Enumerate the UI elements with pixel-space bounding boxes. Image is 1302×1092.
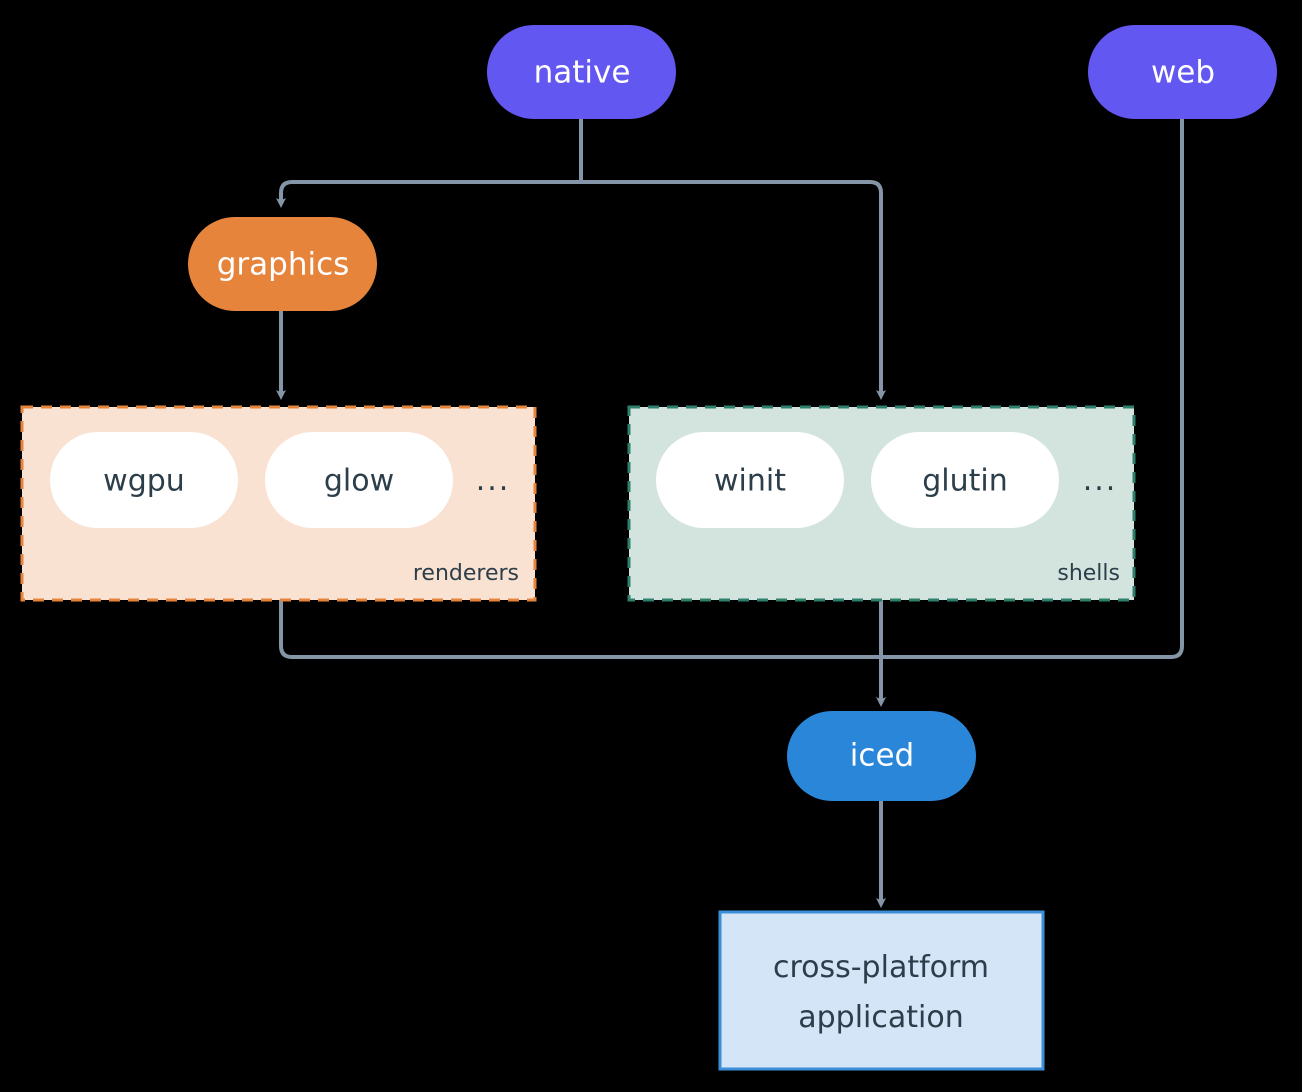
shells-item-winit[interactable]	[656, 432, 844, 528]
node-iced-label: iced	[850, 738, 914, 774]
edge-web-to-iced	[881, 118, 1184, 659]
node-application-label-line1: cross-platform	[773, 950, 989, 985]
shells-item-glutin-label: glutin	[922, 464, 1008, 499]
node-graphics-shape[interactable]	[188, 217, 377, 311]
node-application[interactable]: cross-platform application	[718, 910, 1045, 1071]
shells-item-winit-label: winit	[714, 464, 786, 499]
shells-ellipsis: ...	[1083, 463, 1118, 498]
node-graphics-label: graphics	[217, 247, 350, 283]
renderers-item-glow-label: glow	[324, 464, 394, 499]
renderers-caption: renderers	[413, 561, 519, 586]
node-native-shape[interactable]	[487, 25, 676, 119]
node-graphics[interactable]: graphics	[188, 217, 377, 311]
node-application-shape[interactable]	[718, 910, 1045, 1071]
node-native[interactable]: native	[487, 25, 676, 119]
group-shells: winit glutin ... shells	[627, 405, 1136, 602]
renderers-ellipsis: ...	[476, 463, 511, 498]
edge-layer	[276, 118, 1184, 908]
node-web-shape[interactable]	[1088, 25, 1277, 119]
renderers-item-glow[interactable]	[265, 432, 453, 528]
renderers-item-wgpu[interactable]	[50, 432, 238, 528]
edge-renderers-to-iced	[279, 600, 881, 659]
node-web-label: web	[1151, 55, 1215, 91]
node-iced[interactable]: iced	[787, 711, 976, 801]
node-application-label-line2: application	[798, 1000, 963, 1035]
shells-item-glutin[interactable]	[871, 432, 1059, 528]
node-native-label: native	[534, 55, 631, 91]
node-web[interactable]: web	[1088, 25, 1277, 119]
renderers-item-wgpu-label: wgpu	[103, 464, 185, 499]
shells-caption: shells	[1057, 561, 1120, 586]
node-iced-shape[interactable]	[787, 711, 976, 801]
edge-native-to-graphics	[276, 180, 581, 208]
group-renderers: wgpu glow ... renderers	[20, 405, 537, 602]
edge-native-to-shells	[581, 180, 886, 400]
